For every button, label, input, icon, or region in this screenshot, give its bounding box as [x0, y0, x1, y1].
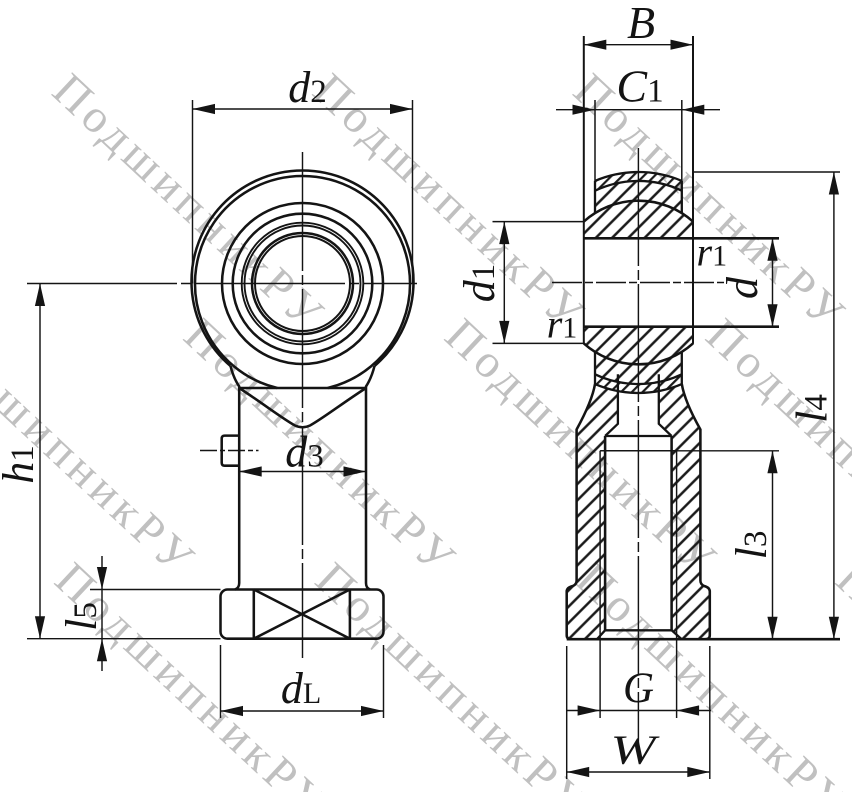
svg-text:W: W [611, 727, 661, 773]
svg-text:r1: r1 [697, 230, 728, 275]
svg-text:l3: l3 [727, 531, 776, 560]
svg-text:d1: d1 [455, 264, 504, 303]
svg-text:dL: dL [281, 664, 321, 713]
svg-text:h1: h1 [0, 445, 43, 484]
svg-text:d2: d2 [288, 63, 327, 112]
svg-text:C1: C1 [616, 61, 663, 112]
svg-text:r1: r1 [547, 302, 578, 347]
svg-text:B: B [627, 0, 655, 48]
svg-text:d: d [718, 276, 767, 299]
svg-text:l4: l4 [788, 394, 837, 423]
svg-text:l5: l5 [57, 602, 106, 631]
